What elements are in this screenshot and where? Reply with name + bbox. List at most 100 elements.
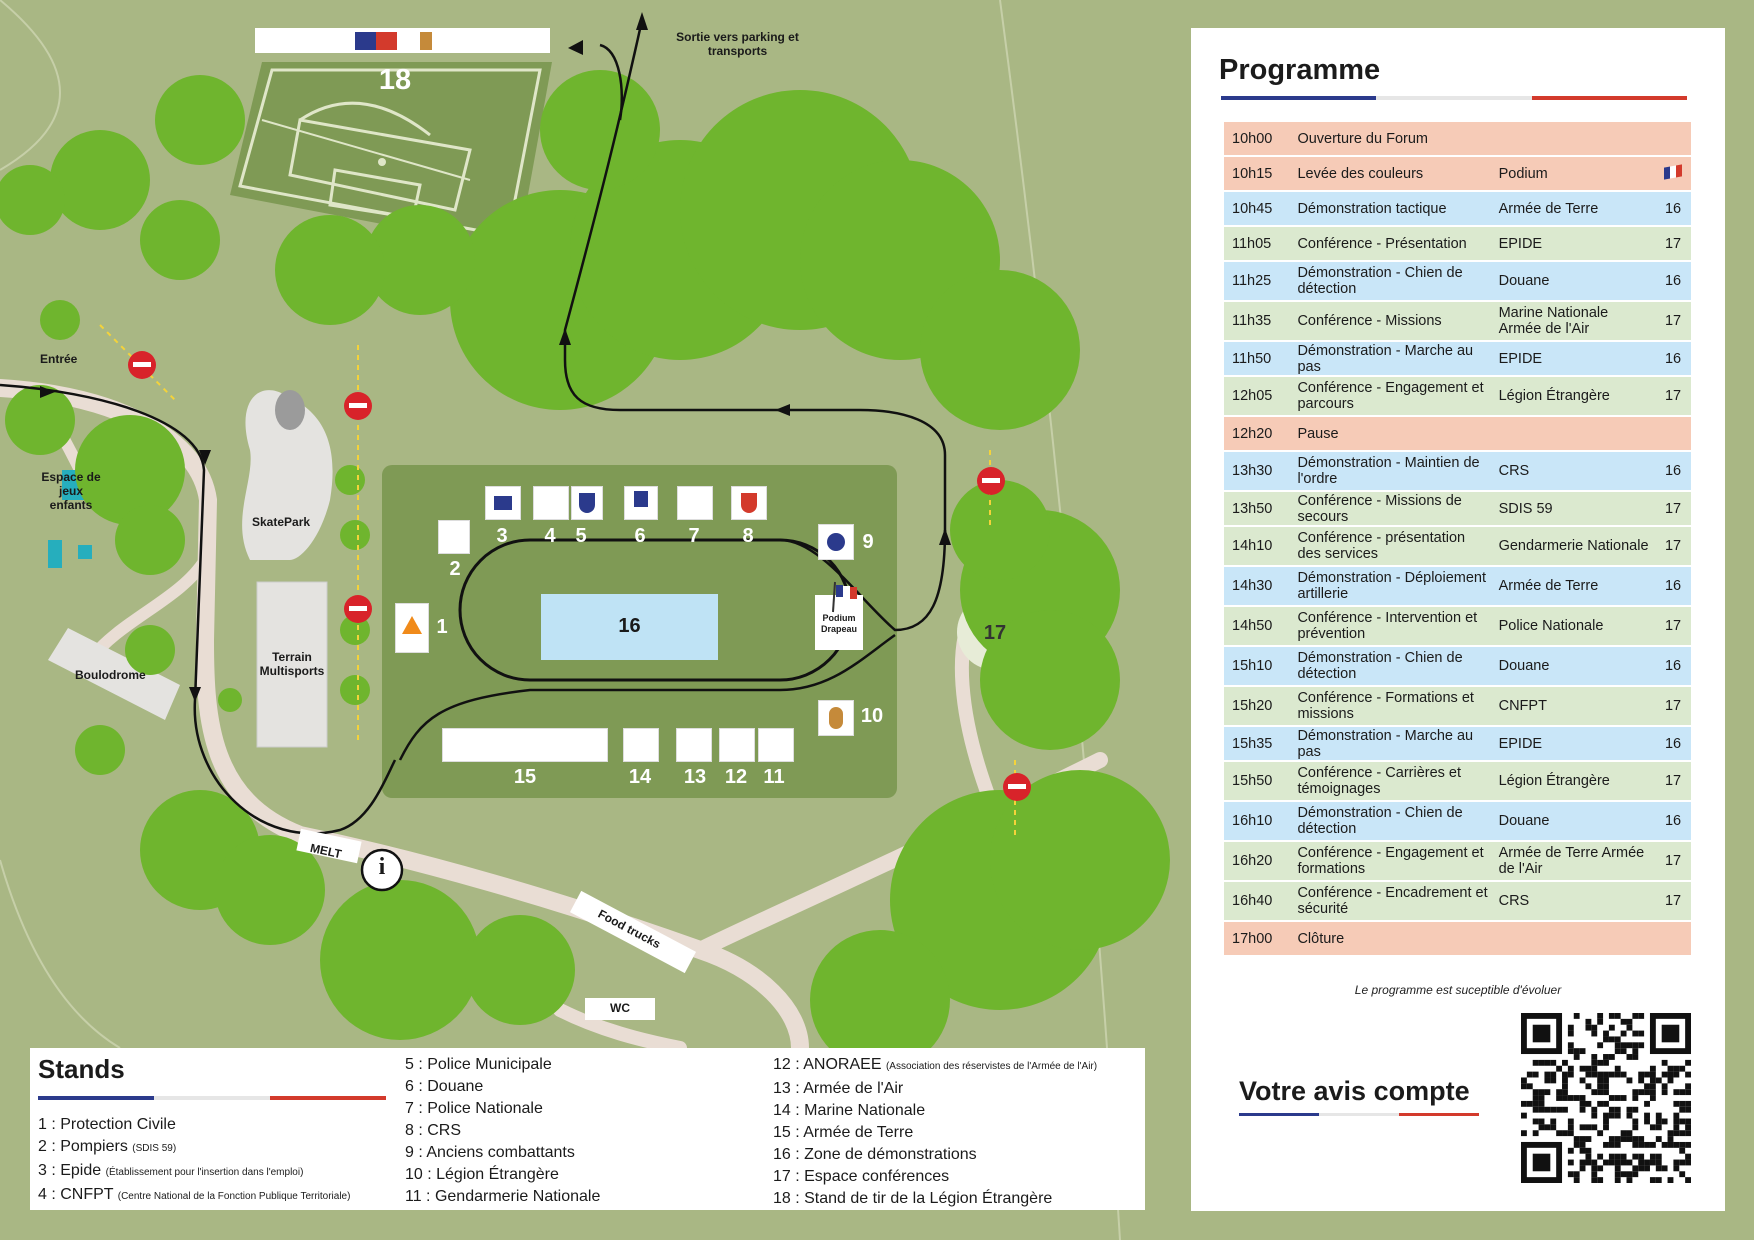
stand-number: 5 [575, 525, 587, 547]
zone-cell: 16 [1664, 200, 1682, 217]
stand-7-logo [677, 486, 713, 520]
activity-cell: Démonstration - Marche au pas [1297, 727, 1474, 760]
stand-number: 1 [436, 616, 448, 638]
location-cell: Légion Étrangère [1498, 773, 1610, 789]
zone-cell: 16 [1664, 578, 1682, 594]
programme-note: Le programme est suceptible d'évoluer [1354, 983, 1562, 997]
multisports-label: Terrain Multisports [259, 650, 325, 678]
no-entry-icon [128, 351, 1031, 801]
skatepark-label: SkatePark [252, 515, 311, 529]
activity-cell: Démonstration - Chien de détection [1297, 650, 1463, 682]
activity-cell: Clôture [1297, 930, 1345, 947]
time-cell: 15h35 [1232, 735, 1273, 752]
location-cell: Police Nationale [1498, 618, 1604, 634]
zone-cell: 16 [1664, 658, 1682, 674]
stand-12-logo [719, 728, 755, 762]
boulodrome-label: Boulodrome [75, 668, 146, 682]
zone-cell: 17 [1664, 773, 1682, 789]
activity-cell: Démonstration - Marche au pas [1297, 342, 1474, 375]
time-cell: 13h30 [1232, 463, 1273, 479]
stand-number: 9 [862, 531, 874, 553]
zone-cell: 17 [1664, 698, 1682, 714]
stand-number: 8 [742, 525, 754, 547]
exit-label: Sortie vers parking et transports [676, 30, 799, 58]
zone-cell: 17 [1664, 313, 1682, 329]
location-cell [1495, 922, 1655, 955]
location-cell: Gendarmerie Nationale [1498, 538, 1649, 554]
activity-cell: Conférence - Présentation [1297, 235, 1467, 252]
stand-8-logo [731, 486, 767, 520]
entrance-label: Entrée [40, 352, 78, 366]
legion-logo [420, 32, 432, 50]
activity-cell: Démonstration - Maintien de l'ordre [1297, 455, 1480, 487]
stand-entry: 4 : CNFPT (Centre National de la Fonctio… [38, 1186, 351, 1203]
zone-cell: 17 [1664, 893, 1682, 909]
stand-10-logo [818, 700, 854, 736]
activity-cell: Conférence - Carrières et témoignages [1297, 765, 1462, 797]
zone16-rect [541, 594, 718, 660]
zone-cell: 17 [1664, 500, 1682, 517]
stand-entry: 12 : ANORAEE (Association des réserviste… [773, 1056, 1098, 1073]
stand-number: 15 [513, 766, 537, 788]
qr-code-icon[interactable] [1521, 1013, 1691, 1183]
time-cell: 11h25 [1232, 273, 1272, 289]
stand-entry: 16 : Zone de démonstrations [773, 1146, 977, 1163]
activity-cell: Ouverture du Forum [1297, 130, 1428, 147]
boulodrome-area [48, 628, 180, 720]
melt-box [296, 828, 362, 864]
time-cell: 11h05 [1232, 235, 1272, 252]
time-cell: 16h20 [1232, 853, 1273, 869]
zone-cell [1655, 922, 1691, 955]
stand-4-logo [533, 486, 569, 520]
flag-icon [1664, 163, 1683, 180]
zone16-label: 16 [618, 615, 641, 637]
stand-entry: 5 : Police Municipale [405, 1056, 552, 1073]
stand-15-logo [442, 728, 608, 762]
location-cell: Marine Nationale Armée de l'Air [1498, 305, 1609, 337]
zone-cell [1655, 157, 1691, 190]
zone18-label: 18 [378, 64, 412, 96]
stand-number: 12 [724, 766, 748, 788]
activity-cell: Conférence - Intervention et prévention [1297, 610, 1478, 642]
location-cell: SDIS 59 [1498, 500, 1553, 517]
zone-cell: 17 [1664, 235, 1682, 252]
location-cell: EPIDE [1498, 350, 1543, 367]
flag-icon [832, 581, 857, 613]
podium-box [815, 595, 863, 650]
feedback-title: Votre avis compte [1239, 1076, 1470, 1106]
stand-14-logo [623, 728, 659, 762]
stand-entry: 10 : Légion Étrangère [405, 1166, 559, 1183]
zone-cell [1655, 417, 1691, 450]
tricolor-bar [38, 1096, 386, 1100]
zone-cell: 16 [1664, 273, 1682, 289]
activity-cell: Levée des couleurs [1297, 165, 1424, 182]
location-cell: Douane [1498, 273, 1550, 289]
location-cell: Armée de Terre Armée de l'Air [1498, 845, 1645, 877]
location-cell: Légion Étrangère [1498, 388, 1610, 404]
stand-13-logo [676, 728, 712, 762]
activity-cell: Conférence - Encadrement et sécurité [1297, 885, 1488, 917]
stand-entry: 7 : Police Nationale [405, 1100, 543, 1117]
stand-number: 3 [496, 525, 508, 547]
activity-cell: Démonstration - Déploiement artillerie [1297, 570, 1487, 602]
foodtrucks-box [569, 890, 697, 974]
time-cell: 16h40 [1232, 893, 1273, 909]
time-cell: 16h10 [1232, 813, 1273, 829]
stand-1-logo [395, 603, 429, 653]
